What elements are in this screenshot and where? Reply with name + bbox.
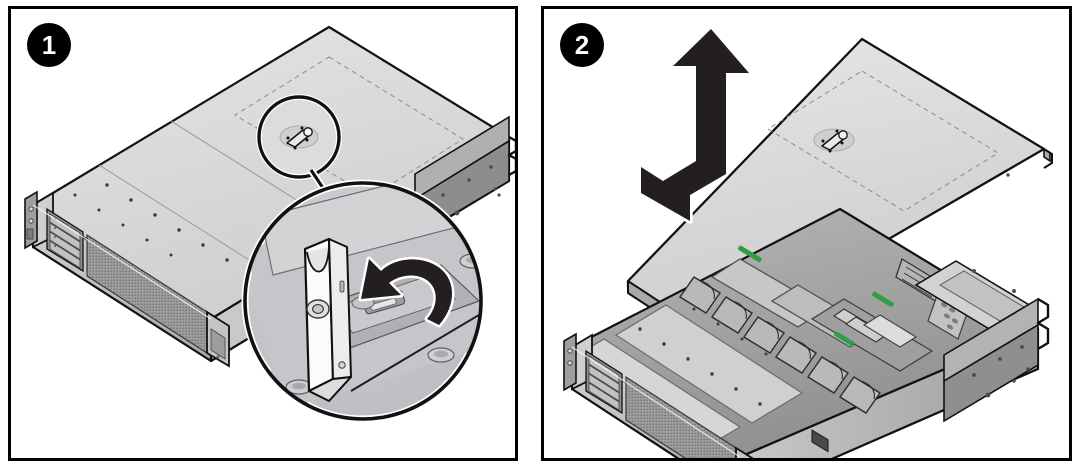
step-panel-1: 1 Unlatch the top cover release latch	[8, 6, 518, 461]
illustration-step-2	[563, 26, 1053, 458]
callout-magnifier	[256, 94, 342, 205]
chassis-ear-right-2	[735, 446, 754, 458]
pcb-edge-2	[871, 291, 895, 308]
illustration-step-1	[24, 25, 515, 423]
figure-title: Removing the server top cover	[0, 21, 1, 22]
rotate-arrow-icon	[358, 256, 455, 328]
motherboard-area	[737, 245, 934, 372]
step-number-badge-1: 1	[27, 23, 71, 67]
power-supply-bay	[914, 260, 1038, 334]
drive-bay-column	[46, 207, 84, 273]
release-latch-handle[interactable]	[303, 237, 352, 402]
chassis-ear-right	[206, 310, 230, 368]
latch-decal-icon	[279, 125, 319, 150]
lift-arrow-icon	[638, 26, 752, 224]
latch-decal	[813, 128, 855, 153]
front-bezel-2	[563, 332, 593, 392]
step-panel-2: 2 Lift the top cover straight up and off…	[541, 6, 1072, 461]
fan-module-row	[679, 276, 881, 414]
chassis-rear-notch	[507, 135, 515, 177]
mesh-vent-panel-2	[625, 375, 737, 458]
server-chassis-step2	[563, 207, 1050, 458]
rear-side-rail-2	[943, 297, 1050, 423]
step-number-badge-2: 2	[560, 23, 604, 67]
pcb-edge-1	[737, 245, 762, 263]
pcb-edge-3	[833, 331, 855, 347]
